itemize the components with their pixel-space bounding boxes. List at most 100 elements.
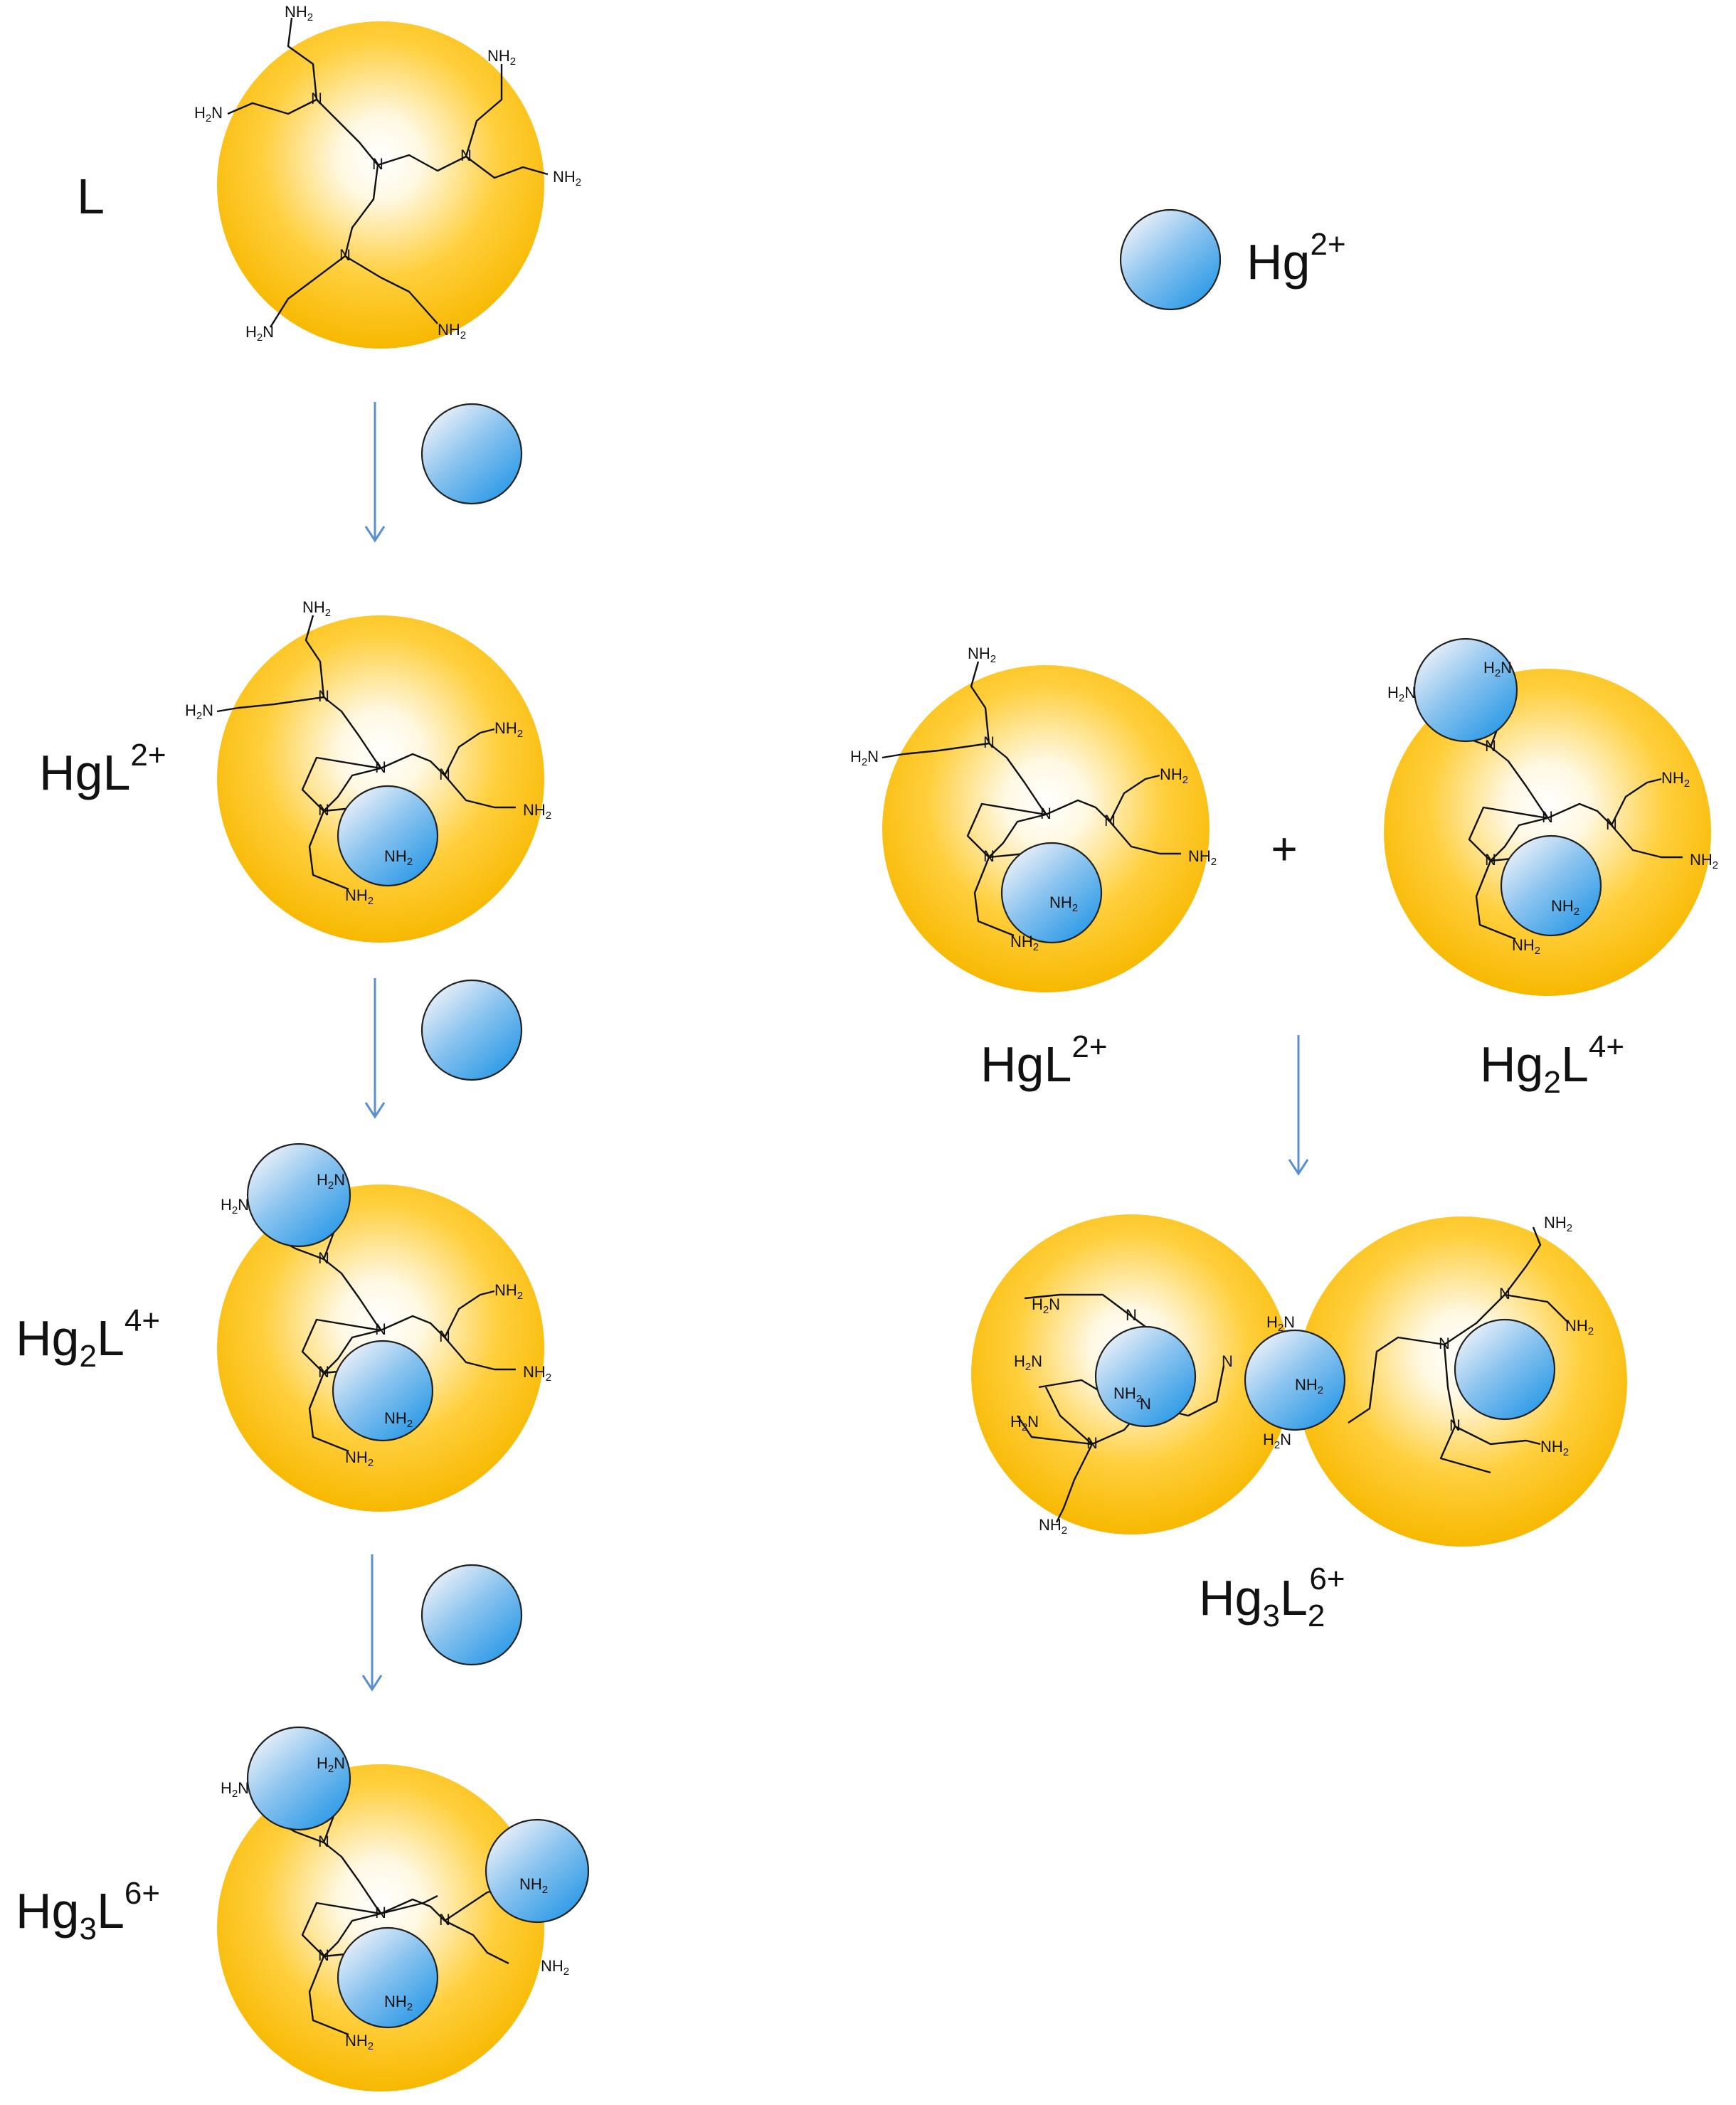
bond-line <box>308 810 349 891</box>
bond-line <box>465 64 503 157</box>
nitrogen-atom-label: N <box>318 801 329 819</box>
amine-nh2-label: NH2 <box>1160 765 1188 786</box>
species-label-Hg3L: Hg3L6+ <box>16 1876 160 1946</box>
amine-nh2-label: NH2 <box>285 3 313 23</box>
nitrogen-atom-label: N <box>375 1904 386 1921</box>
bond-line <box>308 1956 349 2036</box>
nitrogen-atom-label: N <box>439 765 450 783</box>
amine-h2n-label: H2N <box>221 1779 249 1800</box>
bound-hg-ion <box>1094 1325 1197 1428</box>
amine-h2n-label: H2N <box>1266 1313 1295 1334</box>
amine-nh2-label: NH2 <box>302 598 331 619</box>
bond-line <box>301 1318 381 1374</box>
bond-line <box>323 1912 381 1957</box>
amine-nh2-label: NH2 <box>487 47 516 68</box>
bond-line <box>380 753 445 776</box>
amine-nh2-label: NH2 <box>1690 851 1718 871</box>
amine-nh2-label: NH2 <box>1565 1317 1594 1337</box>
nitrogen-atom-label: N <box>1126 1306 1137 1324</box>
bound-hg-ion-right <box>485 1818 590 1924</box>
nitrogen-atom-label: N <box>1542 808 1553 826</box>
added-hg-ion-3 <box>420 1564 523 1666</box>
amine-h2n-label: H2N <box>1032 1295 1060 1316</box>
bond-line <box>1055 1443 1094 1523</box>
plus-sign: + <box>1271 823 1297 874</box>
bond-line <box>1024 1293 1132 1317</box>
nitrogen-atom-label: N <box>983 847 995 865</box>
nitrogen-atom-label: N <box>339 246 351 264</box>
bond-line <box>308 1372 349 1453</box>
bond-line <box>301 1902 381 1957</box>
bond-line <box>344 164 379 257</box>
product-label-Hg3L2: Hg3L26+ <box>1199 1561 1345 1633</box>
amine-h2n-label: H2N <box>1263 1431 1291 1451</box>
amine-nh2-label: NH2 <box>494 1281 523 1302</box>
bond-line <box>1547 802 1612 826</box>
ligand-sphere-HgL <box>217 615 544 943</box>
bond-line <box>323 767 381 812</box>
amine-nh2-label: NH2 <box>345 2032 374 2052</box>
amine-h2n-label: H2N <box>1387 684 1416 704</box>
amine-nh2-label: NH2 <box>384 847 413 868</box>
nitrogen-atom-label: N <box>1140 1395 1151 1413</box>
bond-line <box>269 255 346 328</box>
nitrogen-atom-label: N <box>1040 805 1052 822</box>
amine-nh2-label: NH2 <box>553 168 581 189</box>
amine-nh2-label: NH2 <box>1544 1214 1572 1234</box>
amine-h2n-label: H2N <box>245 323 274 344</box>
amine-nh2-label: NH2 <box>523 1363 551 1384</box>
bond-line <box>1444 1294 1505 1345</box>
bond-line <box>323 696 381 769</box>
species-label-HgL: HgL2+ <box>39 738 166 800</box>
bond-line <box>444 1919 509 1965</box>
reaction-arrow-1 <box>364 402 386 543</box>
amine-nh2-label: NH2 <box>1188 847 1217 868</box>
bond-line <box>1348 1336 1445 1423</box>
amine-nh2-label: NH2 <box>1295 1376 1323 1396</box>
nitrogen-atom-label: N <box>1086 1434 1098 1452</box>
bond-line <box>216 696 324 713</box>
amine-nh2-label: NH2 <box>1010 933 1039 953</box>
bond-line <box>323 1258 381 1331</box>
bond-line <box>1475 860 1516 940</box>
nitrogen-atom-label: N <box>1606 815 1617 833</box>
amine-nh2-label: NH2 <box>494 719 523 740</box>
nitrogen-atom-label: N <box>1104 812 1116 829</box>
amine-nh2-label: NH2 <box>519 1875 548 1896</box>
reactant-label-HgL: HgL2+ <box>980 1029 1108 1092</box>
reactant-sphere-Hg2L <box>1384 669 1711 996</box>
bound-hg-ion-top <box>246 1726 351 1831</box>
bond-line <box>1504 1293 1570 1324</box>
nitrogen-atom-label: N <box>1449 1416 1461 1434</box>
bond-line <box>444 775 516 809</box>
nitrogen-atom-label: N <box>372 155 383 173</box>
amine-nh2-label: NH2 <box>541 1957 569 1978</box>
bond-line <box>1017 1415 1093 1446</box>
reaction-arrow-3 <box>361 1554 383 1692</box>
nitrogen-atom-label: N <box>460 147 472 164</box>
bound-hg-ion <box>1000 842 1103 944</box>
bond-line <box>443 728 495 776</box>
nitrogen-atom-label: N <box>318 1833 329 1850</box>
amine-h2n-label: H2N <box>194 104 223 124</box>
bond-line <box>1443 1344 1456 1427</box>
bound-hg-ion <box>337 1926 439 2029</box>
amine-h2n-label: H2N <box>1014 1352 1042 1373</box>
amine-nh2-label: NH2 <box>1540 1438 1569 1458</box>
amine-h2n-label: H2N <box>1483 659 1512 679</box>
amine-h2n-label: H2N <box>221 1196 249 1216</box>
bond-line <box>882 742 990 759</box>
reactant-label-Hg2L: Hg2L4+ <box>1480 1029 1624 1100</box>
bond-line <box>1490 746 1548 819</box>
species-label-Hg2L: Hg2L4+ <box>16 1303 160 1374</box>
nitrogen-atom-label: N <box>318 1946 329 1964</box>
bound-hg-ion <box>1500 834 1602 937</box>
nitrogen-atom-label: N <box>1439 1335 1450 1352</box>
bond-line <box>377 154 467 172</box>
nitrogen-atom-label: N <box>318 1363 329 1381</box>
amine-nh2-label: NH2 <box>1113 1384 1142 1405</box>
bond-line <box>988 813 1047 858</box>
amine-h2n-label: H2N <box>1010 1413 1039 1433</box>
nitrogen-atom-label: N <box>375 1320 386 1338</box>
bond-line <box>1490 817 1548 861</box>
